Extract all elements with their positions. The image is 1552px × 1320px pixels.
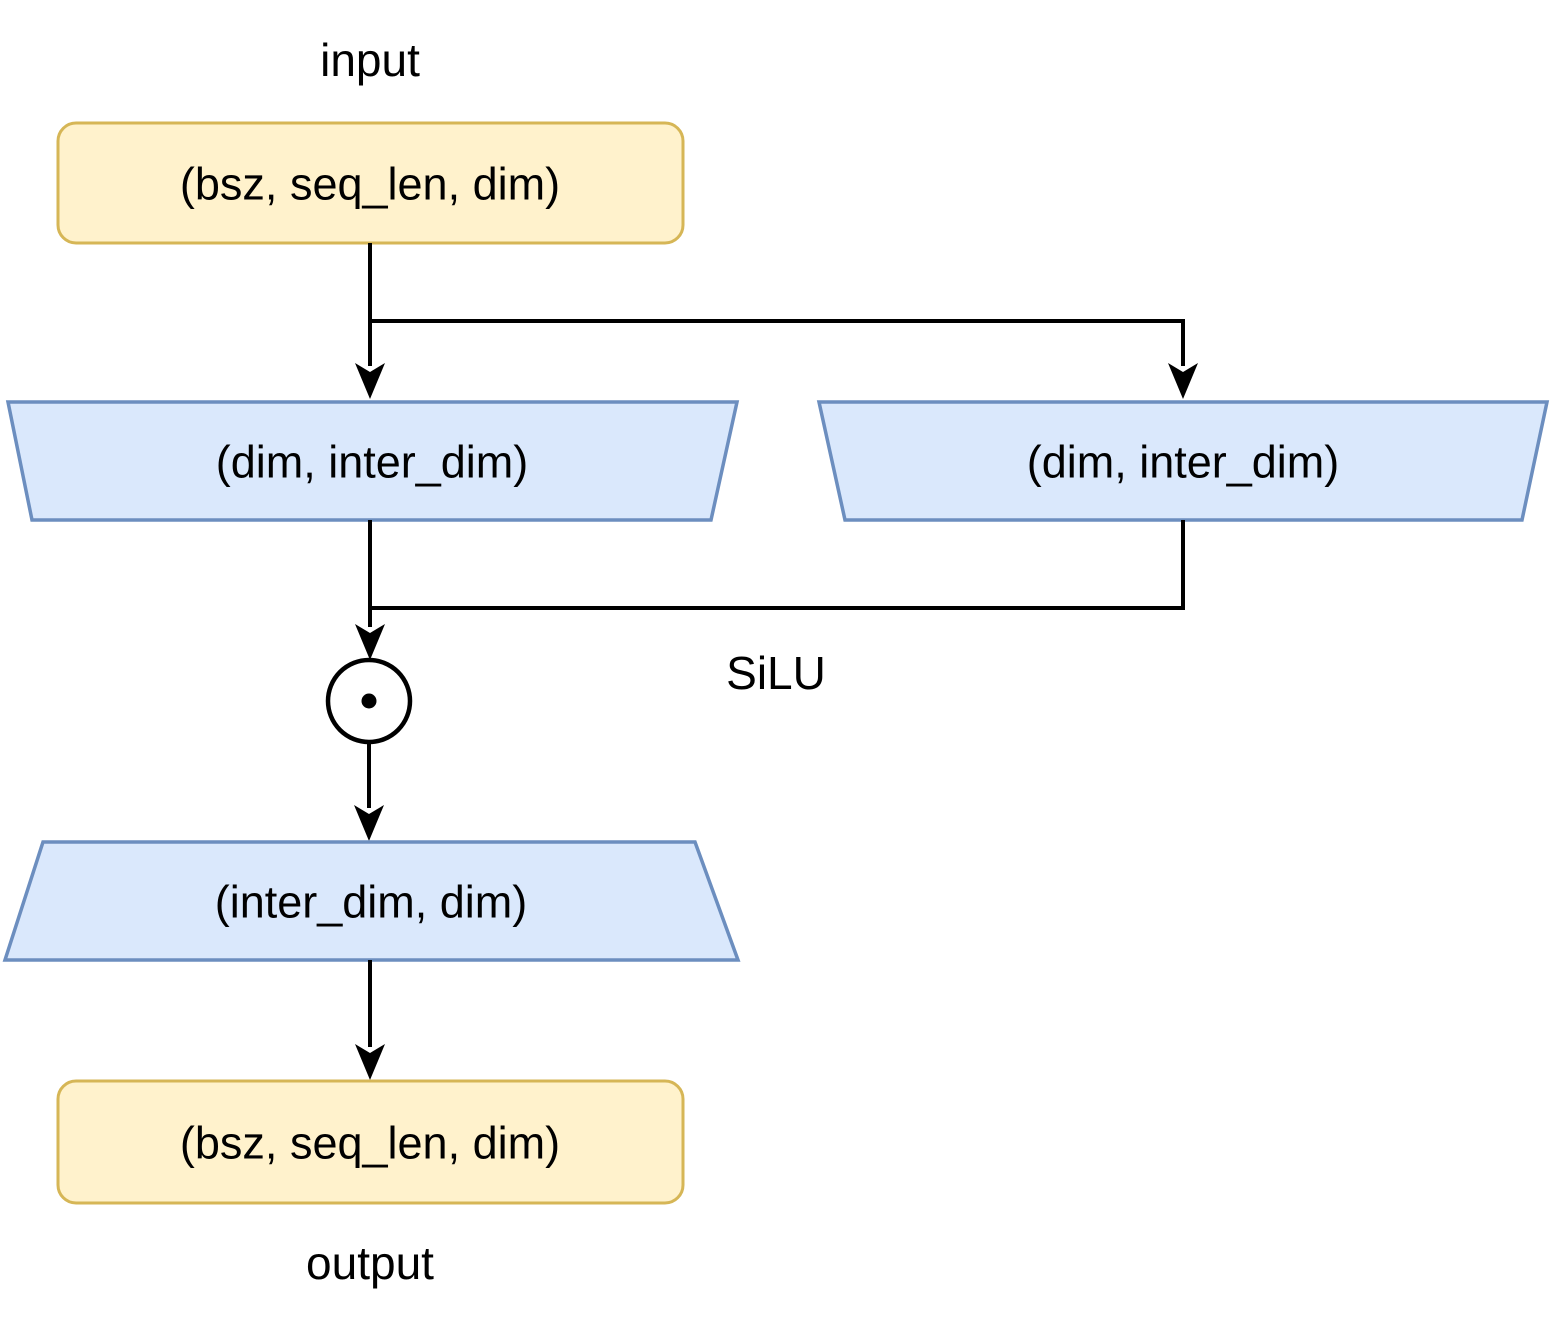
arrowhead-multiply-icon — [355, 624, 385, 660]
arrowhead-gate-icon — [355, 363, 385, 399]
elementwise-multiply-dot — [361, 693, 377, 709]
input-tensor-label: (bsz, seq_len, dim) — [180, 159, 560, 210]
down-proj-label: (inter_dim, dim) — [215, 877, 528, 928]
up-proj-label: (dim, inter_dim) — [1027, 437, 1340, 488]
gate-proj-trapezoid — [5, 400, 740, 522]
up-proj-trapezoid — [816, 400, 1550, 522]
arrowhead-down-icon — [354, 805, 384, 841]
gate-proj-label: (dim, inter_dim) — [216, 437, 529, 488]
input-label: input — [320, 34, 420, 86]
output-label: output — [306, 1237, 434, 1289]
output-tensor-box — [56, 1079, 685, 1205]
output-tensor-label: (bsz, seq_len, dim) — [180, 1118, 560, 1169]
edge-up-to-multiply — [370, 520, 1185, 610]
edge-input-to-up — [370, 319, 1185, 366]
down-proj-trapezoid — [2, 840, 741, 962]
arrowhead-output-icon — [355, 1044, 385, 1080]
arrowhead-up-icon — [1168, 363, 1198, 399]
silu-label: SiLU — [726, 647, 826, 699]
